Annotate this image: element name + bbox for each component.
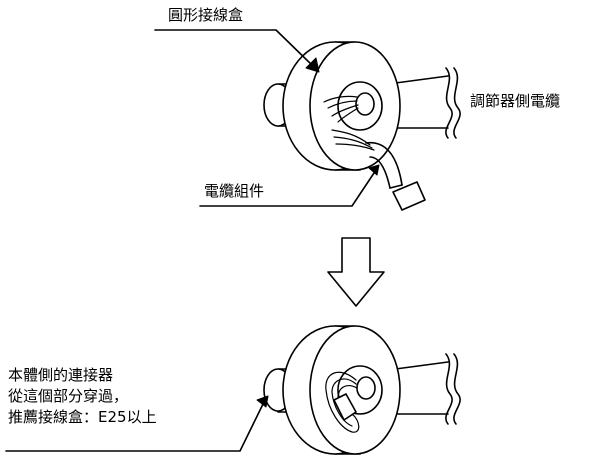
note-line-2: 從這個部分穿過， xyxy=(8,387,129,405)
note-line-1: 本體側的連接器 xyxy=(8,366,114,384)
down-arrow xyxy=(327,237,385,307)
bottom-leader xyxy=(5,395,269,452)
top-cable-assembly xyxy=(365,142,426,211)
top-round-junction-box xyxy=(282,41,401,171)
top-leaders xyxy=(154,29,380,207)
bottom-note: 本體側的連接器 從這個部分穿過， 推薦接線盒：E25以上 xyxy=(8,365,157,428)
bottom-round-junction-box xyxy=(282,325,401,455)
note-line-3: 推薦接線盒：E25以上 xyxy=(8,408,157,426)
label-round-junction-box: 圓形接線盒 xyxy=(168,6,244,24)
label-cable-assembly: 電纜組件 xyxy=(204,182,265,200)
top-assembly xyxy=(263,41,461,211)
label-regulator-side-cable: 調節器側電纜 xyxy=(470,92,561,110)
bottom-assembly xyxy=(263,325,461,455)
